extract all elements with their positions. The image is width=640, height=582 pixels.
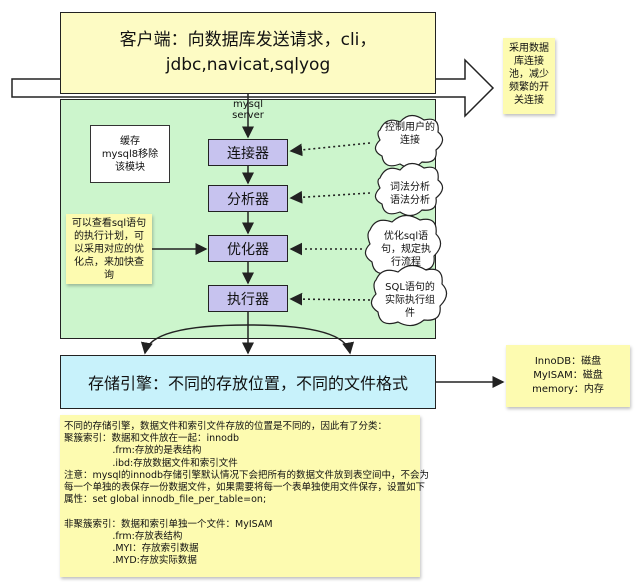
note-line: 的执行计划，可	[74, 231, 144, 242]
cache-box: 缓存 mysql8移除 该模块	[90, 125, 170, 183]
note-line: 不同的存储引擎，数据文件和索引文件存放的位置是不同的，因此有了分类：	[64, 421, 388, 432]
storage-engine-box: 存储引擎：不同的存放位置，不同的文件格式	[60, 355, 436, 409]
note-line: .MYD:存放实际数据	[64, 555, 197, 567]
cloud-line: 件	[405, 308, 415, 319]
connector-stage: 连接器	[208, 139, 288, 166]
dotted-arrow-connector	[289, 142, 371, 157]
dotted-arrow-parser	[289, 190, 371, 204]
execution-plan-note: 可以查看sql语句 的执行计划，可 以采用对应的优 化点，来加快查 询	[66, 214, 152, 284]
note-line: MyISAM：磁盘	[533, 370, 603, 381]
note-line: 询	[104, 270, 114, 281]
cloud-line: 句，规定执	[381, 244, 431, 255]
cloud-executor	[370, 264, 448, 327]
cloud-connector	[374, 114, 444, 169]
note-line: 化点，来加快查	[74, 257, 144, 268]
cloud-parser	[374, 162, 444, 217]
note-line: 采用数据	[509, 43, 549, 54]
note-line: 关连接	[514, 95, 544, 106]
parser-stage: 分析器	[208, 185, 288, 212]
client-title: 客户端：向数据库发送请求，cli，	[119, 30, 377, 50]
index-explanation-note: 不同的存储引擎，数据文件和索引文件存放的位置是不同的，因此有了分类： 聚簇索引：…	[60, 415, 430, 577]
cloud-line: 优化sql语	[383, 231, 429, 242]
cache-line: 该模块	[114, 161, 145, 173]
cloud-line: SQL语句的	[385, 282, 435, 293]
cloud-line: 连接	[400, 135, 420, 146]
cloud-line: 词法分析	[390, 182, 430, 193]
cloud-connector-text: 控制用户的 连接	[378, 121, 442, 147]
note-line: 频繁的开	[509, 82, 549, 93]
cloud-optimizer	[364, 214, 442, 277]
note-line: 每一个单独的表保存一份数据文件，如果需要将每一个表单独使用文件保存，设置如下	[64, 482, 426, 494]
cloud-line: 实际执行组	[385, 295, 435, 306]
engine-types-note: InnoDB：磁盘 MyISAM：磁盘 memory：内存	[506, 345, 630, 407]
cloud-optimizer-text: 优化sql语 句，规定执 行流程	[372, 230, 440, 269]
cloud-line: 控制用户的	[385, 122, 435, 133]
note-line: memory：内存	[532, 384, 604, 395]
cache-line: mysql8移除	[101, 148, 159, 160]
note-line: .MYI：存放索引数据	[64, 543, 199, 555]
note-line: .frm:存放的是表结构	[64, 445, 202, 457]
note-line: 属性：set global innodb_file_per_table=on;	[64, 494, 267, 506]
note-line: InnoDB：磁盘	[534, 356, 602, 367]
cache-line: 缓存	[119, 135, 140, 147]
note-line: .frm:存放表结构	[64, 530, 183, 542]
dotted-arrow-executor	[289, 292, 371, 306]
note-line: 以采用对应的优	[74, 244, 144, 255]
note-line: .ibd:存放数据文件和索引文件	[64, 457, 238, 469]
optimizer-stage: 优化器	[208, 235, 288, 262]
cloud-line: 语法分析	[390, 195, 430, 206]
note-line: 非聚簇索引：数据和索引单独一个文件：MyISAM	[64, 518, 273, 530]
connection-pool-note: 采用数据 库连接 池，减少 频繁的开 关连接	[503, 38, 555, 114]
note-line: 聚簇索引：数据和文件放在一起：innodb	[64, 433, 240, 445]
note-line: 库连接	[514, 56, 544, 67]
note-line: 注意：mysql的innodb存储引擎默认情况下会把所有的数据文件放到表空间中，…	[64, 469, 430, 481]
executor-stage: 执行器	[208, 285, 288, 312]
arrow-branch-left	[140, 324, 249, 355]
client-box: 客户端：向数据库发送请求，cli， jdbc,navicat,sqlyog	[60, 12, 436, 94]
note-line: 池，减少	[509, 69, 549, 80]
cloud-parser-text: 词法分析 语法分析	[378, 181, 442, 207]
cloud-line: 行流程	[391, 257, 421, 268]
note-line: 可以查看sql语句	[71, 218, 147, 229]
arrow-branch-right	[247, 324, 355, 355]
client-tools: jdbc,navicat,sqlyog	[165, 55, 331, 75]
cloud-executor-text: SQL语句的 实际执行组 件	[376, 281, 444, 320]
